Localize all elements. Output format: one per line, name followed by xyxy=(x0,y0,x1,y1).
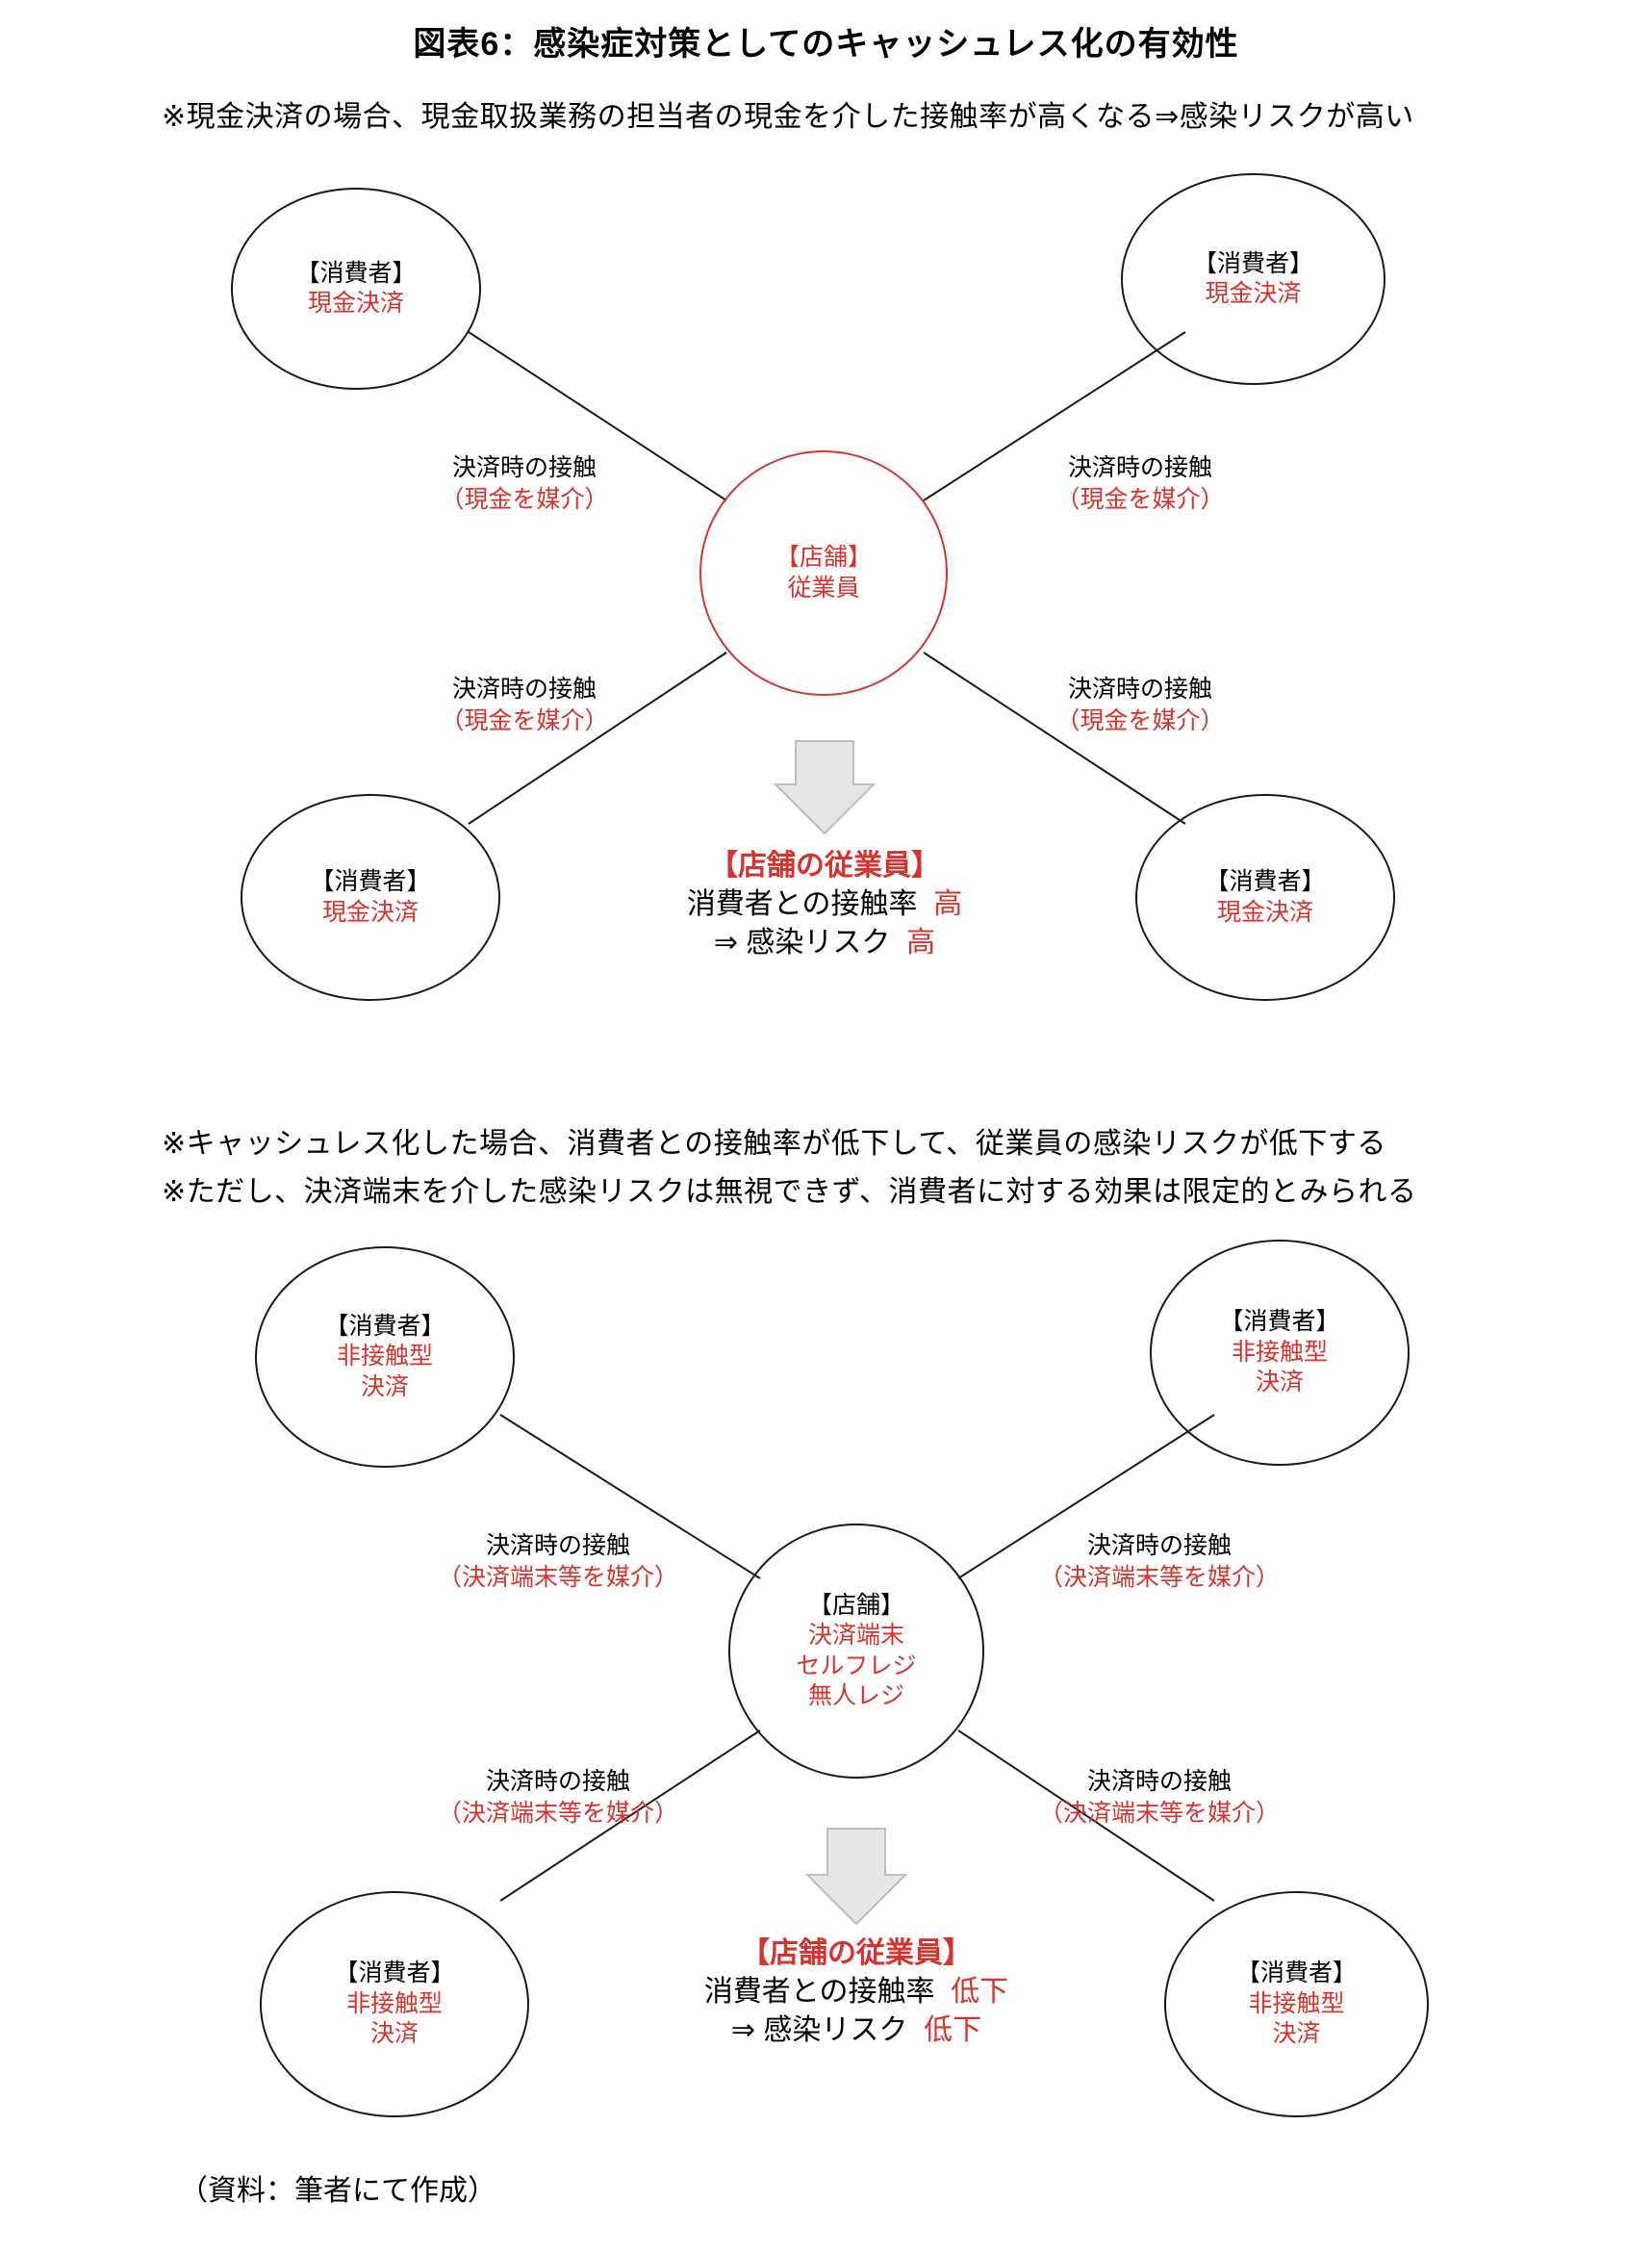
hub-label-store: 【店舗】 xyxy=(807,1591,904,1619)
consumer-label-method-1: 非接触型 xyxy=(345,1989,443,2017)
hub-label-terminal: 決済端末 xyxy=(807,1622,904,1649)
note-cash: ※現金決済の場合、現金取扱業務の担当者の現金を介した接触率が高くなる⇒感染リスク… xyxy=(162,101,1414,133)
hub-label-unmanned: 無人レジ xyxy=(807,1682,904,1709)
store-hub-node-cashless: 【店舗】 決済端末 セルフレジ 無人レジ xyxy=(728,1524,984,1779)
summary-contact-value: 低下 xyxy=(951,1976,1009,2009)
edge-label-medium: （現金を媒介） xyxy=(1055,706,1225,734)
summary-contact-row: 消費者との接触率 高 xyxy=(584,885,1065,924)
summary-risk-label: ⇒ 感染リスク xyxy=(730,2014,908,2047)
consumer-label-method: 現金決済 xyxy=(1205,280,1302,307)
consumer-node-cash-top-right: 【消費者】 現金決済 xyxy=(1121,173,1385,385)
edge-label-cashless-bottom-left: 決済時の接触 （決済端末等を媒介） xyxy=(404,1766,712,1829)
edge-label-cashless-bottom-right: 決済時の接触 （決済端末等を媒介） xyxy=(1005,1766,1313,1829)
consumer-label-method-2: 決済 xyxy=(369,2020,419,2048)
edge-label-cash-top-left: 決済時の接触 （現金を媒介） xyxy=(399,452,649,515)
consumer-node-cash-bottom-left: 【消費者】 現金決済 xyxy=(241,794,500,1001)
hub-label-staff: 従業員 xyxy=(787,574,860,602)
summary-risk-value: 低下 xyxy=(924,2014,982,2047)
edge-label-main: 決済時の接触 xyxy=(1086,1532,1232,1559)
edge-label-cash-top-right: 決済時の接触 （現金を媒介） xyxy=(1015,452,1265,515)
edge-label-main: 決済時の接触 xyxy=(451,454,597,481)
consumer-label-method: 現金決済 xyxy=(307,290,404,317)
consumer-label-method-2: 決済 xyxy=(360,1372,409,1400)
consumer-label-role: 【消費者】 xyxy=(295,259,417,287)
summary-heading: 【店舗の従業員】 xyxy=(741,1937,972,1969)
edge-label-medium: （現金を媒介） xyxy=(1055,485,1225,513)
store-hub-node-cash: 【店舗】 従業員 xyxy=(699,450,948,696)
edge-label-medium: （現金を媒介） xyxy=(440,706,609,734)
edge-label-medium: （決済端末等を媒介） xyxy=(1038,1563,1280,1591)
hub-label-store: 【店舗】 xyxy=(775,544,872,571)
summary-cashless: 【店舗の従業員】 消費者との接触率 低下 ⇒ 感染リスク 低下 xyxy=(616,1934,1097,2051)
edge-label-medium: （決済端末等を媒介） xyxy=(437,1563,678,1591)
summary-risk-label: ⇒ 感染リスク xyxy=(713,927,891,960)
edge-label-medium: （決済端末等を媒介） xyxy=(1038,1799,1280,1827)
consumer-node-cashless-bottom-right: 【消費者】 非接触型 決済 xyxy=(1164,1891,1429,2117)
consumer-label-role: 【消費者】 xyxy=(1235,1959,1357,1987)
consumer-node-cash-bottom-right: 【消費者】 現金決済 xyxy=(1135,794,1395,1001)
consumer-node-cashless-top-right: 【消費者】 非接触型 決済 xyxy=(1150,1240,1410,1466)
down-arrow-cash xyxy=(773,740,877,835)
edge-label-cashless-top-right: 決済時の接触 （決済端末等を媒介） xyxy=(1005,1530,1313,1593)
consumer-label-method-1: 非接触型 xyxy=(336,1343,433,1370)
consumer-label-role: 【消費者】 xyxy=(1219,1308,1340,1336)
edge-label-main: 決済時の接触 xyxy=(1067,454,1212,481)
consumer-label-method-2: 決済 xyxy=(1272,2020,1321,2048)
summary-risk-row: ⇒ 感染リスク 高 xyxy=(584,924,1065,962)
summary-contact-label: 消費者との接触率 xyxy=(686,888,918,921)
edge-label-main: 決済時の接触 xyxy=(485,1768,630,1795)
consumer-label-method-1: 非接触型 xyxy=(1231,1338,1328,1366)
hub-label-selfcheckout: セルフレジ xyxy=(796,1652,917,1679)
edge-label-medium: （決済端末等を媒介） xyxy=(437,1799,678,1827)
edge-label-cash-bottom-left: 決済時の接触 （現金を媒介） xyxy=(399,674,649,736)
consumer-node-cashless-bottom-left: 【消費者】 非接触型 決済 xyxy=(260,1891,529,2117)
note-cashless-line2: ※ただし、決済端末を介した感染リスクは無視できず、消費者に対する効果は限定的とみ… xyxy=(162,1176,1417,1208)
summary-risk-row: ⇒ 感染リスク 低下 xyxy=(616,2011,1097,2050)
consumer-label-role: 【消費者】 xyxy=(334,1959,455,1987)
consumer-label-method-2: 決済 xyxy=(1255,1369,1304,1396)
summary-heading: 【店舗の従業員】 xyxy=(709,850,940,882)
consumer-label-method: 現金決済 xyxy=(321,898,419,926)
summary-cash: 【店舗の従業員】 消費者との接触率 高 ⇒ 感染リスク 高 xyxy=(584,847,1065,963)
down-arrow-cashless xyxy=(804,1828,908,1926)
consumer-label-role: 【消費者】 xyxy=(1205,868,1326,895)
summary-contact-value: 高 xyxy=(933,888,963,921)
edge-label-main: 決済時の接触 xyxy=(1086,1768,1232,1795)
summary-contact-label: 消費者との接触率 xyxy=(703,1976,935,2009)
consumer-label-role: 【消費者】 xyxy=(310,868,431,895)
consumer-label-role: 【消費者】 xyxy=(324,1312,445,1340)
note-cashless-line1: ※キャッシュレス化した場合、消費者との接触率が低下して、従業員の感染リスクが低下… xyxy=(162,1128,1386,1160)
edge-label-main: 決済時の接触 xyxy=(485,1532,630,1559)
consumer-label-role: 【消費者】 xyxy=(1192,249,1313,277)
consumer-node-cashless-top-left: 【消費者】 非接触型 決済 xyxy=(255,1246,515,1468)
summary-risk-value: 高 xyxy=(906,927,936,960)
edge-label-medium: （現金を媒介） xyxy=(440,485,609,513)
edge-label-cash-bottom-right: 決済時の接触 （現金を媒介） xyxy=(1015,674,1265,736)
source-note: （資料：筆者にて作成） xyxy=(179,2175,496,2207)
page-title: 図表6：感染症対策としてのキャッシュレス化の有効性 xyxy=(413,26,1239,63)
consumer-label-method: 現金決済 xyxy=(1216,898,1313,926)
consumer-label-method-1: 非接触型 xyxy=(1248,1989,1345,2017)
consumer-node-cash-top-left: 【消費者】 現金決済 xyxy=(231,188,481,390)
edge-label-cashless-top-left: 決済時の接触 （決済端末等を媒介） xyxy=(404,1530,712,1593)
summary-contact-row: 消費者との接触率 低下 xyxy=(616,1973,1097,2011)
edge-label-main: 決済時の接触 xyxy=(451,676,597,703)
edge-label-main: 決済時の接触 xyxy=(1067,676,1212,703)
